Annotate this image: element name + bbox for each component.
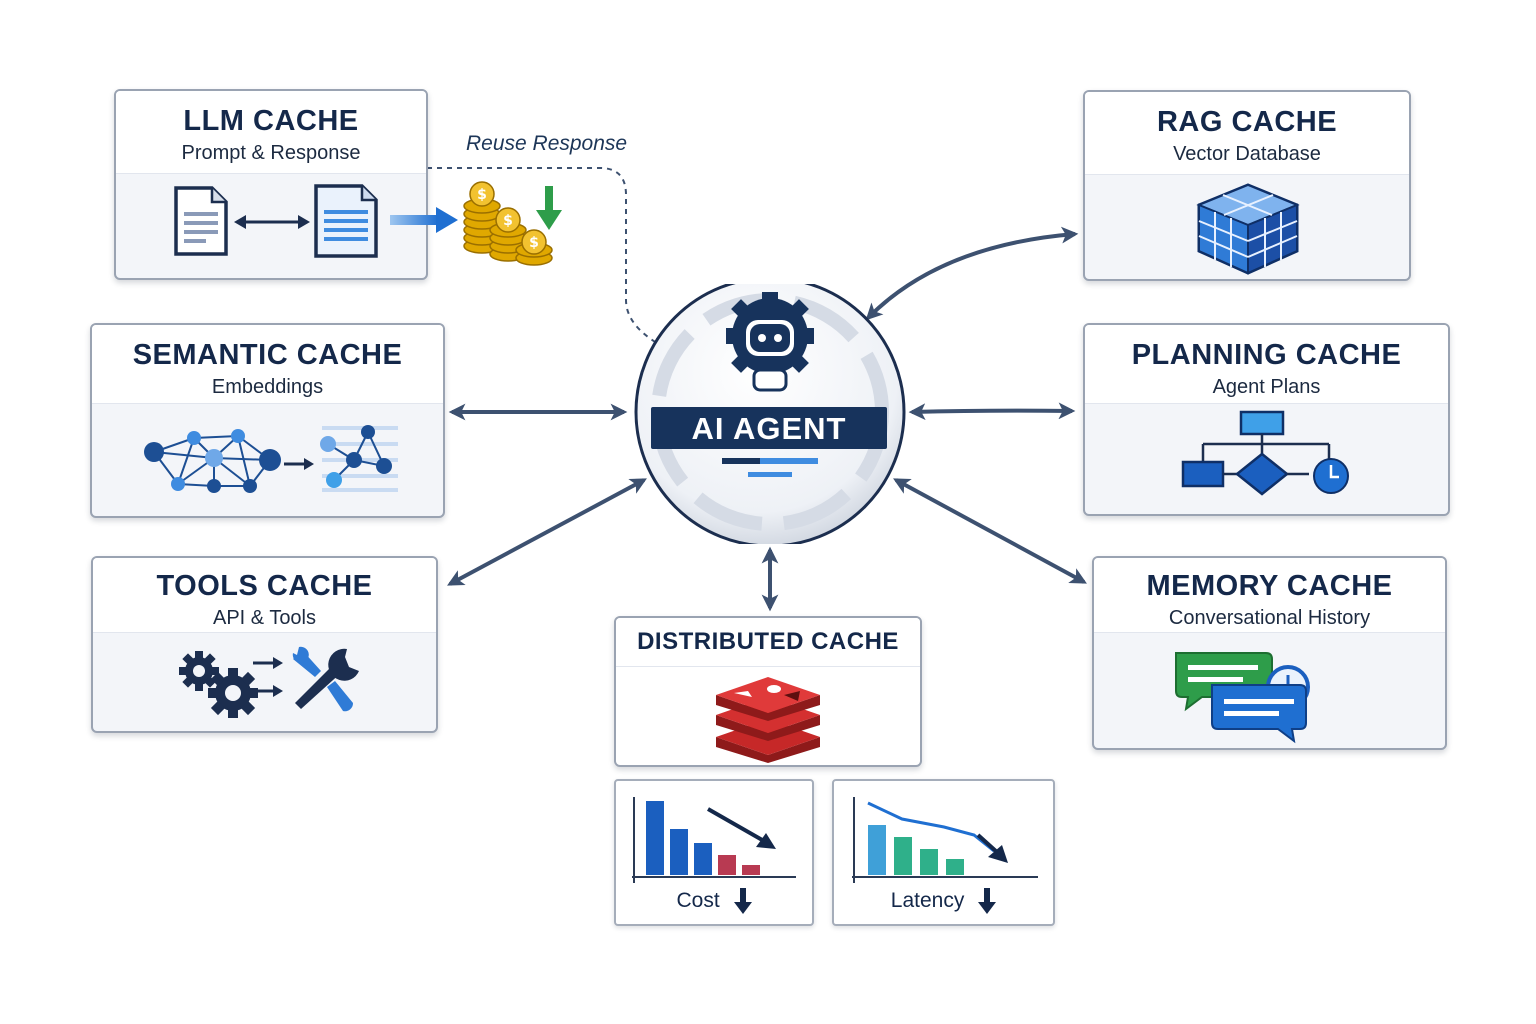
- rag-cache-card: RAG CACHE Vector Database: [1083, 90, 1411, 281]
- cost-bar: [718, 855, 736, 875]
- memory-cache-card: MEMORY CACHE Conversational History: [1092, 556, 1447, 750]
- small-arrow-icon: [284, 458, 314, 470]
- cost-bar-chart: [632, 797, 796, 883]
- rag-connector: [865, 226, 1079, 321]
- document-icon: [314, 184, 378, 258]
- semantic-cache-title: SEMANTIC CACHE: [132, 339, 403, 371]
- distributed-cache-card: DISTRIBUTED CACHE: [614, 616, 922, 767]
- latency-label-row: Latency: [834, 888, 1053, 914]
- cost-label: Cost: [676, 889, 720, 912]
- llm-cache-title: LLM CACHE: [183, 105, 359, 137]
- tools-cache-title: TOOLS CACHE: [156, 570, 373, 602]
- wrench-icon: [292, 646, 359, 712]
- clock-icon: [1313, 458, 1349, 494]
- rag-cache-title: RAG CACHE: [1156, 106, 1338, 138]
- tools-cache-subtitle: API & Tools: [212, 607, 317, 629]
- svg-text:$: $: [529, 235, 539, 251]
- semantic-cache-card: SEMANTIC CACHE Embeddings: [90, 323, 445, 518]
- cost-bar: [670, 829, 688, 875]
- latency-bar: [920, 849, 938, 875]
- latency-bar-chart: [852, 797, 1038, 883]
- rag-cache-subtitle: Vector Database: [1173, 143, 1321, 165]
- planning-connector: [908, 402, 1076, 421]
- cube-icon: [1196, 183, 1300, 275]
- llm-cache-card: LLM CACHE Prompt & Response: [114, 89, 428, 280]
- redis-stack-icon: [716, 677, 820, 763]
- arrows-icon: [253, 657, 283, 697]
- latency-bar: [946, 859, 964, 875]
- network-graph-icon: [320, 425, 398, 492]
- chat-bubbles-icon: [1175, 652, 1310, 744]
- reuse-response-connector: [427, 167, 662, 346]
- latency-bar: [868, 825, 886, 875]
- distributed-cache-title: DISTRIBUTED CACHE: [637, 628, 899, 655]
- latency-bar: [894, 837, 912, 875]
- cost-trend-arrow: [707, 807, 765, 843]
- forward-arrow-icon: [390, 207, 458, 233]
- planning-cache-subtitle: Agent Plans: [1212, 376, 1321, 398]
- planning-cache-card: PLANNING CACHE Agent Plans: [1083, 323, 1450, 516]
- cost-metric-panel: Cost: [614, 779, 814, 926]
- network-graph-icon: [144, 429, 281, 493]
- latency-trend-line: [867, 801, 995, 853]
- tools-cache-card: TOOLS CACHE API & Tools: [91, 556, 438, 733]
- gears-icon: [179, 651, 258, 718]
- cost-bar: [694, 843, 712, 875]
- semantic-cache-subtitle: Embeddings: [211, 376, 324, 398]
- document-icon: [174, 186, 228, 256]
- ai-agent-label: AI AGENT: [651, 407, 887, 449]
- memory-cache-title: MEMORY CACHE: [1146, 570, 1393, 602]
- down-arrow-icon: [978, 888, 997, 914]
- memory-cache-subtitle: Conversational History: [1168, 607, 1371, 629]
- reuse-response-label: Reuse Response: [466, 132, 628, 155]
- tools-connector: [447, 478, 647, 586]
- svg-text:$: $: [503, 213, 513, 229]
- cost-bar: [742, 865, 760, 875]
- cost-bar: [646, 801, 664, 875]
- swap-arrow-icon: [234, 215, 310, 229]
- coins-icon: $ $ $: [463, 181, 553, 266]
- down-arrow-icon: [536, 186, 562, 230]
- flowchart-icon: [1181, 410, 1331, 496]
- memory-connector: [893, 478, 1087, 584]
- latency-label: Latency: [890, 889, 965, 912]
- cost-label-row: Cost: [616, 888, 812, 914]
- llm-cache-subtitle: Prompt & Response: [181, 142, 361, 164]
- planning-cache-title: PLANNING CACHE: [1131, 339, 1402, 371]
- down-arrow-icon: [733, 888, 752, 914]
- svg-text:$: $: [477, 187, 487, 203]
- latency-metric-panel: Latency: [832, 779, 1055, 926]
- latency-trend-arrow: [976, 833, 1000, 855]
